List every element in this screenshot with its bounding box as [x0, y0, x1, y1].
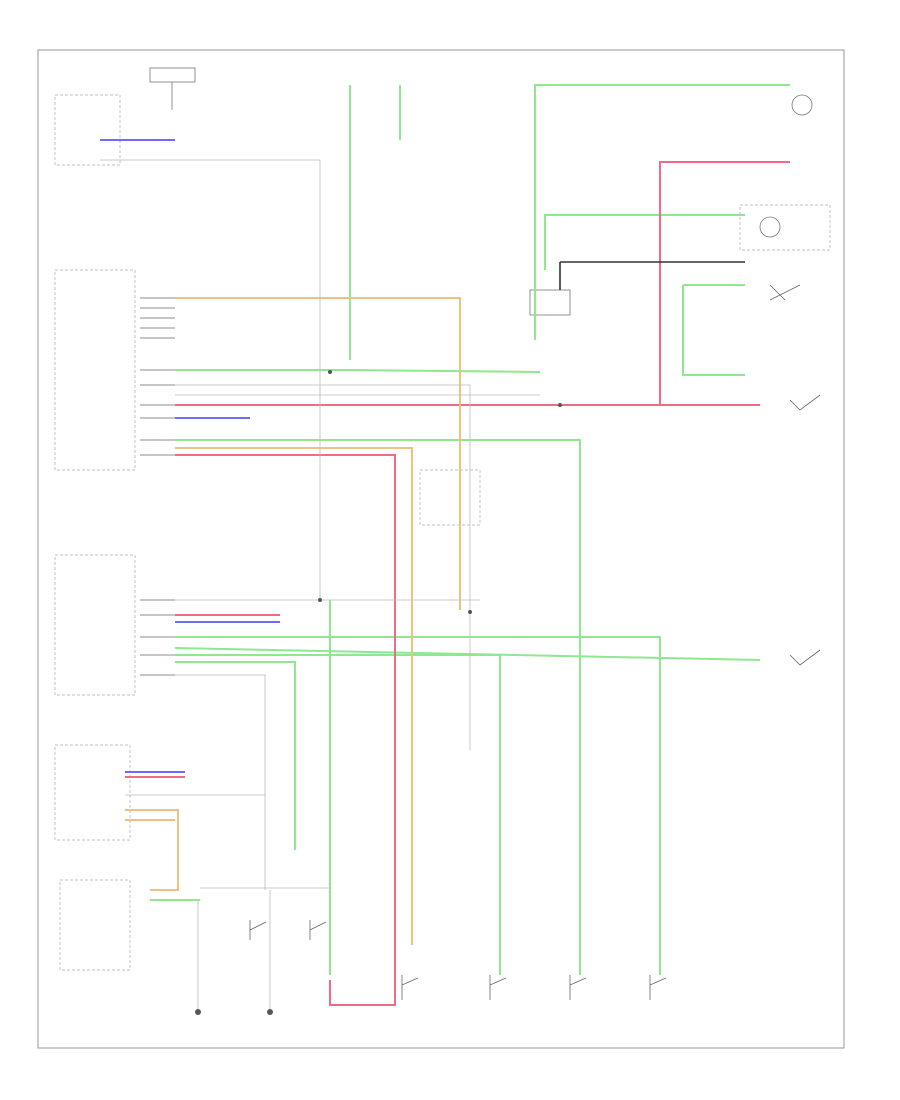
green-wire-driver-mid — [175, 369, 541, 373]
ground-terminal-icon — [267, 1009, 273, 1015]
driver-unit-box — [54, 269, 136, 471]
green-wire-switch-loop — [682, 284, 745, 376]
switch-icon — [249, 920, 267, 940]
door-switch-icon — [569, 975, 587, 1000]
orange-wire-drop — [175, 447, 413, 945]
motor-symbol — [791, 94, 813, 116]
gray-wire-top-left — [100, 159, 321, 600]
red-wire-long-drop — [175, 454, 396, 1006]
top-left-connector-box — [54, 94, 121, 166]
upper-right-relay-box — [739, 204, 831, 251]
red-wire-riser — [659, 161, 790, 405]
gray-wire-driver-1 — [175, 384, 471, 750]
switch-icon — [789, 649, 821, 666]
lower-left-box — [54, 744, 131, 841]
switch-icon — [769, 284, 801, 301]
orange-wire-lower-left-loop — [125, 809, 179, 891]
green-wire-driver-bus — [175, 439, 581, 975]
passenger-unit-box — [54, 554, 136, 696]
ground-terminal-icon — [195, 1009, 201, 1015]
splice-point-icon — [558, 403, 562, 407]
orange-wire-top — [175, 297, 461, 610]
splice-point-icon — [328, 370, 332, 374]
gray-wire-passenger-2 — [175, 674, 266, 890]
green-wire-passenger-3 — [175, 636, 661, 975]
switch-icon — [789, 394, 821, 411]
door-switch-icon — [649, 975, 667, 1000]
relay-box — [529, 289, 571, 316]
green-wire-top-run — [534, 84, 790, 340]
green-wire-passenger-2 — [175, 654, 501, 975]
door-switch-icon — [489, 975, 507, 1000]
top-switch-bracket — [149, 67, 196, 83]
diagram-frame — [37, 49, 845, 1049]
splice-point-icon — [318, 598, 322, 602]
green-wire-passenger-4 — [175, 661, 296, 850]
splice-point-icon — [468, 610, 472, 614]
bottom-left-box — [59, 879, 131, 971]
center-junction-box — [419, 469, 481, 526]
door-switch-icon — [401, 975, 419, 1000]
green-wire-right-loop — [544, 214, 745, 270]
lamp-symbol — [759, 216, 781, 238]
switch-icon — [309, 920, 327, 940]
